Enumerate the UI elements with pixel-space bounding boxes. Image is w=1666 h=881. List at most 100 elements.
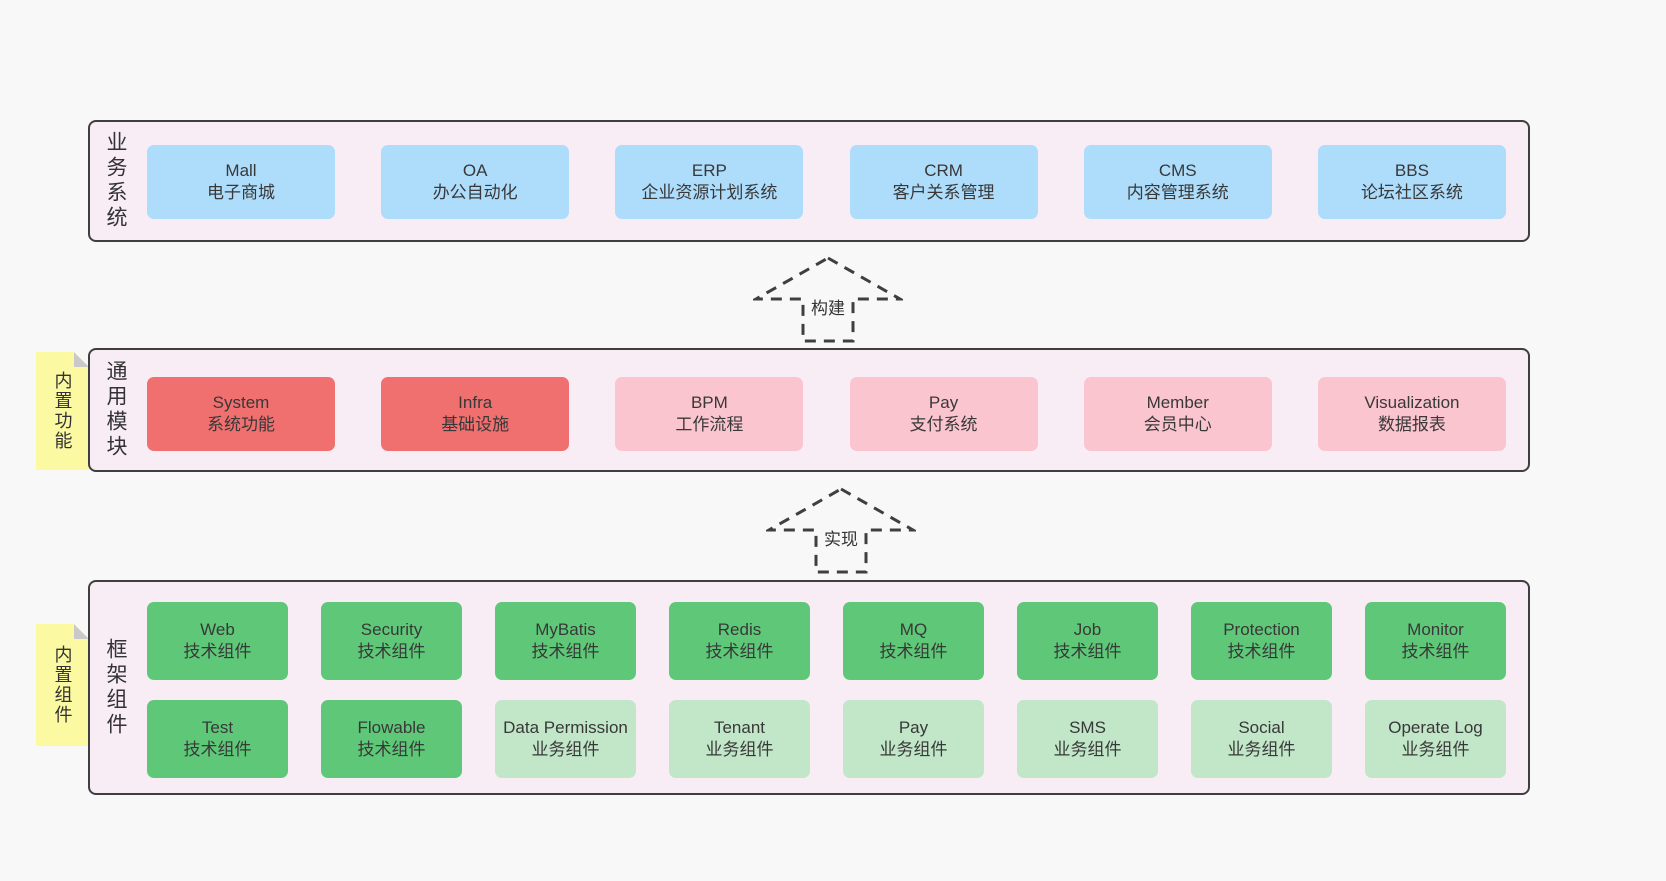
box-subtitle: 内容管理系统	[1126, 183, 1229, 202]
box-title: Protection	[1223, 619, 1300, 639]
box-subtitle: 业务组件	[1401, 740, 1470, 759]
box-title: Data Permission	[503, 717, 628, 737]
box-subtitle: 客户关系管理	[892, 183, 995, 202]
layer-common-modules: 通用模块 System 系统功能 Infra 基础设施 BPM 工作流程 Pay…	[88, 348, 1530, 472]
box-title: Operate Log	[1388, 717, 1483, 737]
box-title: Security	[360, 619, 423, 639]
box-subtitle: 工作流程	[675, 415, 744, 434]
box-title: System	[212, 392, 270, 412]
box-title: Pay	[928, 392, 959, 412]
box-job: Job 技术组件	[1017, 602, 1158, 680]
box-flowable: Flowable 技术组件	[321, 700, 462, 778]
box-pay-module: Pay 支付系统	[849, 377, 1038, 451]
box-visualization: Visualization 数据报表	[1317, 377, 1506, 451]
box-subtitle: 技术组件	[357, 642, 426, 661]
implement-arrow-label: 实现	[819, 524, 863, 551]
box-title: Mall	[225, 160, 257, 180]
box-title: MQ	[899, 619, 928, 639]
box-subtitle: 系统功能	[207, 415, 275, 434]
builtin-features-tab: 内置功能	[36, 352, 89, 470]
framework-row-1: Web 技术组件 Security 技术组件 MyBatis 技术组件 Redi…	[147, 602, 1506, 680]
box-oa: OA 办公自动化	[381, 145, 570, 219]
box-subtitle: 技术组件	[357, 740, 426, 759]
box-subtitle: 业务组件	[1227, 740, 1296, 759]
box-monitor: Monitor 技术组件	[1365, 602, 1506, 680]
box-title: MyBatis	[535, 619, 596, 639]
box-subtitle: 技术组件	[531, 642, 600, 661]
box-subtitle: 电子商城	[207, 183, 275, 202]
box-web: Web 技术组件	[147, 602, 288, 680]
dashed-up-arrow-icon	[766, 487, 916, 574]
build-arrow: 构建	[753, 255, 903, 345]
box-title: BPM	[690, 392, 728, 412]
box-subtitle: 技术组件	[1053, 642, 1122, 661]
box-subtitle: 技术组件	[705, 642, 774, 661]
box-protection: Protection 技术组件	[1191, 602, 1332, 680]
box-security: Security 技术组件	[321, 602, 462, 680]
box-subtitle: 业务组件	[1053, 740, 1122, 759]
box-subtitle: 数据报表	[1377, 415, 1446, 434]
box-mall: Mall 电子商城	[147, 145, 335, 219]
layer-framework-components: 框架组件 Web 技术组件 Security 技术组件 MyBatis 技术组件…	[88, 580, 1530, 795]
box-subtitle: 企业资源计划系统	[641, 183, 778, 202]
box-subtitle: 业务组件	[531, 740, 600, 759]
box-title: OA	[462, 160, 488, 180]
box-operate-log: Operate Log 业务组件	[1365, 700, 1506, 778]
box-title: SMS	[1069, 717, 1106, 737]
box-subtitle: 办公自动化	[432, 183, 518, 202]
common-modules-row: System 系统功能 Infra 基础设施 BPM 工作流程 Pay 支付系统…	[147, 377, 1506, 451]
box-bbs: BBS 论坛社区系统	[1317, 145, 1506, 219]
box-title: Test	[201, 717, 234, 737]
builtin-components-tab-label: 内置组件	[52, 645, 73, 725]
box-mq: MQ 技术组件	[843, 602, 984, 680]
layer-business-systems: 业务系统 Mall 电子商城 OA 办公自动化 ERP 企业资源计划系统 CRM…	[88, 120, 1530, 242]
box-title: Social	[1238, 717, 1285, 737]
builtin-features-tab-label: 内置功能	[52, 371, 73, 451]
box-pay-component: Pay 业务组件	[843, 700, 984, 778]
box-title: BBS	[1394, 160, 1429, 180]
box-subtitle: 基础设施	[441, 415, 510, 434]
box-subtitle: 业务组件	[705, 740, 774, 759]
box-subtitle: 支付系统	[909, 415, 978, 434]
box-data-permission: Data Permission 业务组件	[495, 700, 636, 778]
dashed-up-arrow-icon	[753, 256, 903, 343]
box-infra: Infra 基础设施	[381, 377, 570, 451]
box-title: Flowable	[357, 717, 426, 737]
box-tenant: Tenant 业务组件	[669, 700, 810, 778]
box-title: CMS	[1158, 160, 1197, 180]
box-subtitle: 技术组件	[879, 642, 948, 661]
box-test: Test 技术组件	[147, 700, 288, 778]
box-sms: SMS 业务组件	[1017, 700, 1158, 778]
layer-common-modules-label: 通用模块	[104, 360, 127, 460]
build-arrow-label: 构建	[806, 293, 850, 320]
business-systems-row: Mall 电子商城 OA 办公自动化 ERP 企业资源计划系统 CRM 客户关系…	[147, 145, 1506, 219]
box-subtitle: 技术组件	[1227, 642, 1296, 661]
box-erp: ERP 企业资源计划系统	[615, 145, 804, 219]
builtin-components-tab: 内置组件	[36, 624, 89, 746]
layer-business-systems-label: 业务系统	[104, 131, 127, 231]
box-title: Tenant	[713, 717, 766, 737]
box-subtitle: 技术组件	[183, 740, 252, 759]
box-subtitle: 技术组件	[183, 642, 252, 661]
box-title: Member	[1146, 392, 1209, 412]
box-crm: CRM 客户关系管理	[849, 145, 1038, 219]
box-title: Monitor	[1407, 619, 1464, 639]
box-subtitle: 技术组件	[1401, 642, 1470, 661]
implement-arrow: 实现	[766, 486, 916, 576]
folded-corner-icon	[74, 624, 89, 639]
box-social: Social 业务组件	[1191, 700, 1332, 778]
framework-row-2: Test 技术组件 Flowable 技术组件 Data Permission …	[147, 700, 1506, 778]
box-title: ERP	[691, 160, 727, 180]
box-member: Member 会员中心	[1083, 377, 1272, 451]
box-mybatis: MyBatis 技术组件	[495, 602, 636, 680]
box-redis: Redis 技术组件	[669, 602, 810, 680]
box-title: Redis	[717, 619, 762, 639]
folded-corner-icon	[74, 352, 89, 367]
box-system: System 系统功能	[147, 377, 335, 451]
box-title: CRM	[924, 160, 963, 180]
box-subtitle: 论坛社区系统	[1360, 183, 1463, 202]
box-title: Infra	[458, 392, 493, 412]
box-cms: CMS 内容管理系统	[1083, 145, 1272, 219]
box-title: Web	[200, 619, 235, 639]
box-subtitle: 业务组件	[879, 740, 948, 759]
